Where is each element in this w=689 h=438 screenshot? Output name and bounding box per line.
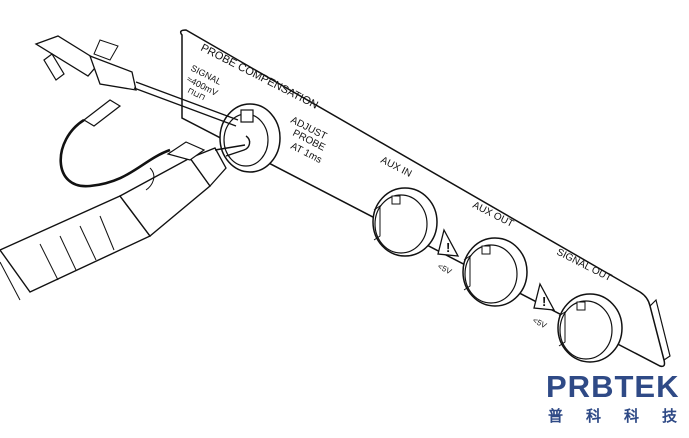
brand-subtitle: 普科科技 bbox=[548, 407, 689, 425]
front-panel-edge bbox=[649, 298, 671, 361]
ground-clip bbox=[34, 35, 239, 127]
signal-out-connector bbox=[557, 293, 623, 363]
warning-icon: ! bbox=[533, 282, 556, 311]
probe-comp-terminal bbox=[219, 103, 281, 173]
warning-voltage-label: <5V bbox=[531, 316, 549, 331]
brand-logo: PRBTEK bbox=[546, 369, 680, 404]
ground-lead-connector bbox=[82, 99, 122, 127]
oscilloscope-probe bbox=[0, 141, 246, 301]
svg-text:!: ! bbox=[542, 294, 546, 309]
aux-in-connector bbox=[372, 187, 438, 257]
aux-out-connector bbox=[462, 237, 528, 307]
ground-lead-wire bbox=[59, 118, 171, 188]
probe-hook-tip bbox=[225, 135, 251, 157]
svg-text:!: ! bbox=[446, 240, 450, 255]
warning-voltage-label: <5V bbox=[436, 262, 454, 277]
warning-icon: ! bbox=[437, 228, 460, 257]
